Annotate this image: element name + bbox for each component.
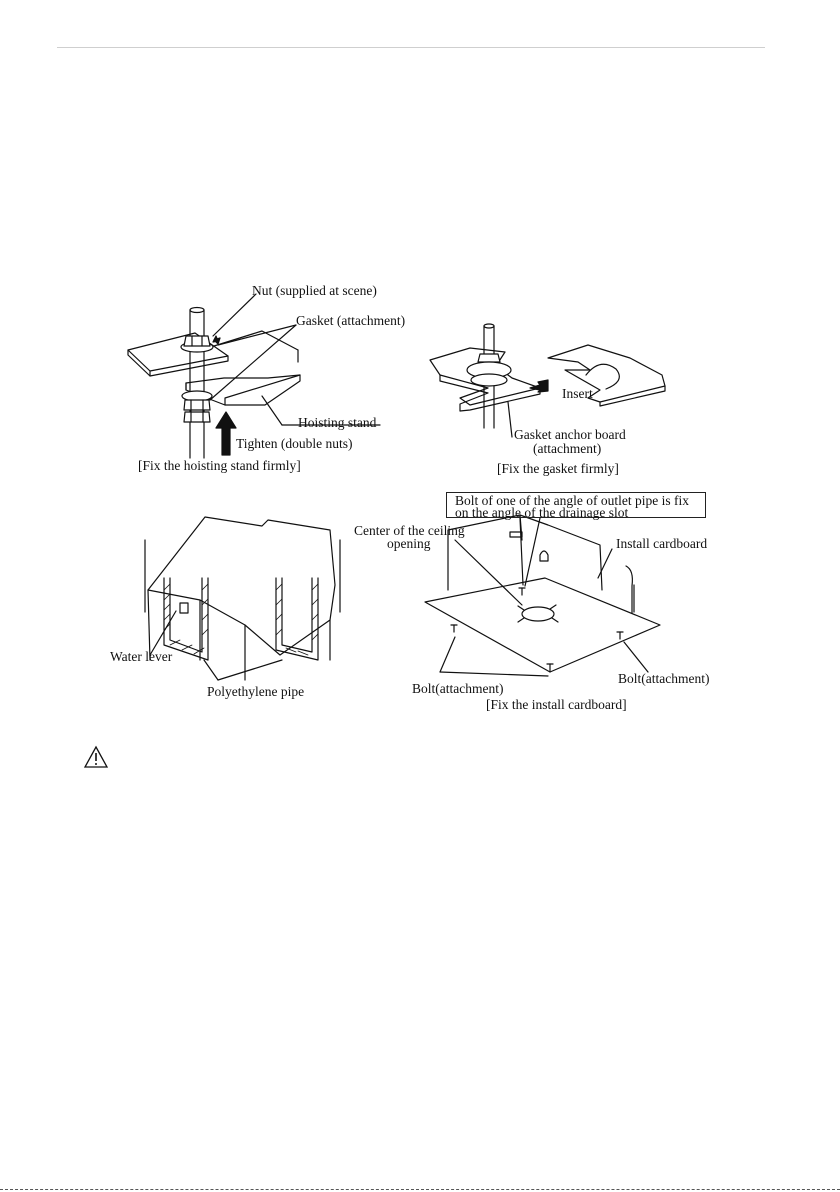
callout-line-1: Bolt of one of the angle of outlet pipe … <box>455 493 689 508</box>
caption-gasket: [Fix the gasket firmly] <box>497 461 619 476</box>
label-gasket-anchor-board: Gasket anchor board <box>514 427 626 442</box>
label-install-cardboard: Install cardboard <box>616 536 708 551</box>
label-gasket: Gasket (attachment) <box>296 313 406 328</box>
install-cardboard-drawing <box>424 514 661 677</box>
label-polyethylene-pipe: Polyethylene pipe <box>207 684 305 699</box>
label-tighten: Tighten (double nuts) <box>236 436 353 451</box>
water-level-drawing <box>144 516 341 681</box>
label-gasket-anchor-attachment: (attachment) <box>533 441 602 456</box>
label-bolt-right: Bolt(attachment) <box>618 671 710 686</box>
label-ceiling-center: Center of the ceiling <box>354 523 465 538</box>
pipe-hatch <box>163 583 319 656</box>
label-water-lever: Water lever <box>110 649 173 664</box>
label-nut: Nut (supplied at scene) <box>252 283 377 298</box>
label-insert: Insert <box>562 386 593 401</box>
label-bolt-left: Bolt(attachment) <box>412 681 504 696</box>
hoisting-stand-drawing <box>127 293 381 459</box>
label-hoisting-stand: Hoisting stand <box>298 415 377 430</box>
warning-triangle-icon <box>83 745 109 768</box>
caption-install-cardboard: [Fix the install cardboard] <box>486 697 627 712</box>
callout-line-2: on the angle of the drainage slot <box>455 505 629 520</box>
caption-hoisting-stand: [Fix the hoisting stand firmly] <box>138 458 301 473</box>
header-rule <box>57 47 765 48</box>
footer-rule <box>0 1189 840 1190</box>
gasket-drawing <box>429 323 666 438</box>
callout-box <box>446 492 706 518</box>
label-ceiling-opening: opening <box>387 536 431 551</box>
